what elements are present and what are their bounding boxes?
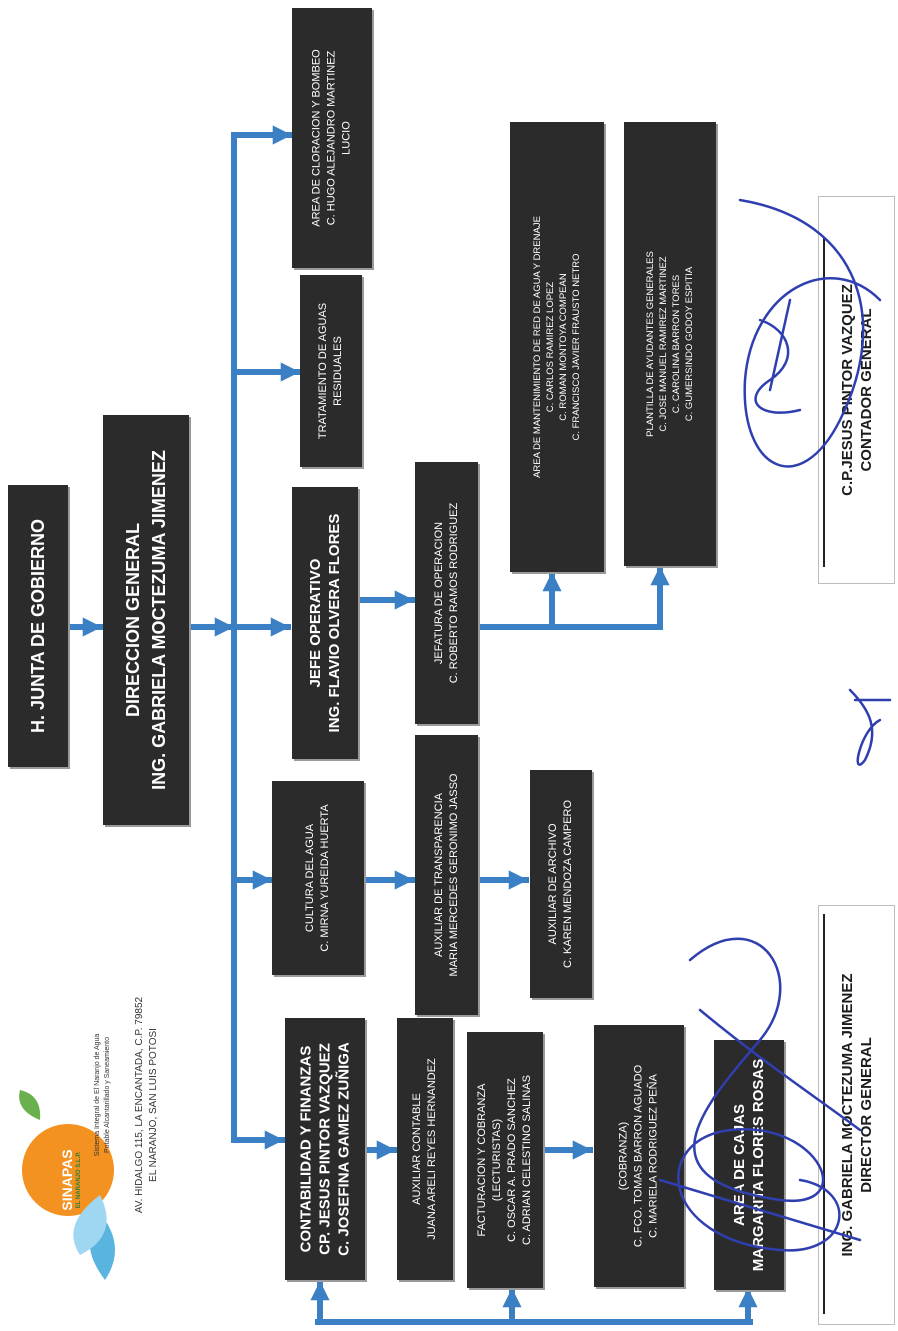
node-cloracion-bombeo: AREA DE CLORACION Y BOMBEO C. HUGO ALEJA…: [292, 8, 372, 268]
node-cultura-line-2: C. MIRNA YUREIDA HUERTA: [319, 804, 331, 952]
node-junta-de-gobierno: H. JUNTA DE GOBIERNO: [8, 485, 68, 767]
logo-line-1: Sistema Integral de El Naranjo de Agua: [94, 1033, 101, 1157]
node-direccion-line-1: DIRECCION GENERAL: [123, 522, 143, 718]
node-jefatura-line-1: JEFATURA DE OPERACION: [432, 521, 445, 665]
node-direccion-line-2: ING. GABRIELA MOCTEZUMA JIMENEZ: [149, 450, 169, 790]
node-archivo-line-1: AUXILIAR DE ARCHIVO: [547, 823, 559, 945]
node-cloracion-line-1: AREA DE CLORACION Y BOMBEO: [310, 49, 323, 227]
signature-contador-title: CONTADOR GENERAL: [857, 308, 875, 472]
node-jefe-operativo-line-2: ING. FLAVIO OLVERA FLORES: [326, 513, 343, 733]
node-cobranza-line-1: (COBRANZA): [617, 1121, 630, 1191]
node-jefatura-operacion: JEFATURA DE OPERACION C. ROBERTO RAMOS R…: [415, 462, 478, 724]
node-junta-line-1: H. JUNTA DE GOBIERNO: [28, 518, 48, 734]
node-transparencia-line-1: AUXILIAR DE TRANSPARENCIA: [432, 792, 445, 958]
node-plantilla-line-4: C. GUMERSINDO GODOY ESPITIA: [684, 266, 695, 422]
node-mantenimiento-line-2: C. CARLOS RAMIREZ LOPEZ: [545, 281, 556, 413]
node-tratamiento-aguas: TRATAMIENTO DE AGUAS RESIDUALES: [300, 275, 362, 467]
node-cobranza-line-3: C. MARIELA RODRIGUEZ PEÑA: [647, 1074, 660, 1238]
node-area-de-cajas: AREA DE CAJAS MARGARITA FLORES ROSAS: [714, 1040, 784, 1290]
node-facturacion-line-4: C. ADRIAN CELESTINO SALINAS: [521, 1075, 533, 1245]
node-cobranza-line-2: C. FCO. TOMAS BARRON AGUADO: [632, 1064, 645, 1248]
node-direccion-general: DIRECCION GENERAL ING. GABRIELA MOCTEZUM…: [103, 415, 189, 825]
signature-line-contador: [823, 237, 825, 567]
logo-address: AV. HIDALGO 115, LA ENCANTADA, C.P. 7985…: [126, 960, 168, 1250]
node-tratamiento-line-1: TRATAMIENTO DE AGUAS: [317, 302, 329, 440]
node-jefe-operativo-line-1: JEFE OPERATIVO: [307, 558, 324, 688]
logo-address-2: EL NARANJO, SAN LUIS POTOSI: [148, 1028, 159, 1182]
signature-line-director: [823, 914, 825, 1314]
node-cajas-line-2: MARGARITA FLORES ROSAS: [750, 1058, 767, 1272]
node-archivo-line-2: C. KAREN MENDOZA CAMPERO: [562, 799, 574, 969]
node-mantenimiento-line-1: AREA DE MANTENIMIENTO DE RED DE AGUA Y D…: [532, 216, 543, 478]
node-plantilla-ayudantes: PLANTILLA DE AYUDANTES GENERALES C. JOSE…: [624, 122, 716, 566]
logo-address-1: AV. HIDALGO 115, LA ENCANTADA, C.P. 7985…: [134, 996, 145, 1214]
node-contabilidad-line-1: CONTABILIDAD Y FINANZAS: [297, 1045, 315, 1253]
logo: [10, 1080, 140, 1330]
node-cobranza: (COBRANZA) C. FCO. TOMAS BARRON AGUADO C…: [594, 1025, 684, 1287]
node-mantenimiento-red: AREA DE MANTENIMIENTO DE RED DE AGUA Y D…: [510, 122, 604, 572]
signature-block-contador: C.P.JESUS PINTOR VAZQUEZ CONTADOR GENERA…: [818, 196, 895, 584]
signature-block-director: ING. GABRIELA MOCTEZUMA JIMENEZ DIRECTOR…: [818, 905, 895, 1325]
node-contabilidad-line-2: CP. JESUS PINTOR VAZQUEZ: [316, 1043, 334, 1255]
node-facturacion-cobranza: FACTURACION Y COBRANZA (LECTURISTAS) C. …: [467, 1032, 543, 1288]
node-facturacion-line-1: FACTURACION Y COBRANZA: [476, 1083, 488, 1237]
node-cloracion-line-2: C. HUGO ALEJANDRO MARTINEZ: [325, 50, 338, 226]
node-contabilidad-finanzas: CONTABILIDAD Y FINANZAS CP. JESUS PINTOR…: [285, 1018, 365, 1280]
node-plantilla-line-2: C. JOSE MANUEL RAMIREZ MARTINEZ: [658, 256, 669, 432]
logo-graphic: [19, 1090, 115, 1280]
logo-brand-sub: EL NARANJO S.L.P.: [76, 1151, 82, 1209]
node-aux-contable-line-2: JUANA ARELI REYES HERNANDEZ: [426, 1058, 438, 1240]
node-facturacion-line-3: C. OSCAR A. PRADO SANCHEZ: [506, 1078, 518, 1242]
node-cultura-line-1: CULTURA DEL AGUA: [304, 823, 316, 933]
node-transparencia-line-2: MARIA MERCEDES GERONIMO JASSO: [447, 773, 460, 977]
signature-director-name: ING. GABRIELA MOCTEZUMA JIMENEZ: [838, 973, 856, 1257]
node-aux-contable-line-1: AUXILIAR CONTABLE: [411, 1093, 423, 1205]
logo-brand: SINAPAS EL NARANJO S.L.P.: [58, 1120, 84, 1240]
node-cajas-line-1: AREA DE CAJAS: [731, 1104, 748, 1226]
node-cultura-del-agua: CULTURA DEL AGUA C. MIRNA YUREIDA HUERTA: [272, 781, 364, 975]
node-mantenimiento-line-3: C. ROMAN MONTOYA COMPEAN: [558, 273, 569, 421]
node-plantilla-line-1: PLANTILLA DE AYUDANTES GENERALES: [645, 251, 656, 437]
signature-director-title: DIRECTOR GENERAL: [857, 1037, 875, 1193]
logo-line-2: Potable Alcantarillado y Saneamiento: [104, 1037, 111, 1153]
node-tratamiento-line-2: RESIDUALES: [332, 336, 344, 406]
logo-caption: Sistema Integral de El Naranjo de Agua P…: [88, 1010, 118, 1180]
node-jefe-operativo: JEFE OPERATIVO ING. FLAVIO OLVERA FLORES: [292, 487, 358, 759]
node-auxiliar-transparencia: AUXILIAR DE TRANSPARENCIA MARIA MERCEDES…: [415, 735, 478, 1015]
node-cloracion-line-3: LUCIO: [340, 121, 353, 155]
node-facturacion-line-2: (LECTURISTAS): [491, 1118, 503, 1202]
node-contabilidad-line-3: C. JOSEFINA GAMEZ ZUÑIGA: [335, 1042, 353, 1256]
node-auxiliar-archivo: AUXILIAR DE ARCHIVO C. KAREN MENDOZA CAM…: [530, 770, 592, 998]
signature-contador-name: C.P.JESUS PINTOR VAZQUEZ: [838, 284, 856, 496]
node-mantenimiento-line-4: C. FRANCISCO JAVIER FRAUSTO NETRO: [571, 253, 582, 441]
node-auxiliar-contable: AUXILIAR CONTABLE JUANA ARELI REYES HERN…: [397, 1018, 453, 1280]
logo-brand-name: SINAPAS: [59, 1149, 75, 1211]
node-jefatura-line-2: C. ROBERTO RAMOS RODRIGUEZ: [447, 502, 460, 684]
node-plantilla-line-3: C. CAROLINA BARRON TORES: [671, 274, 682, 414]
